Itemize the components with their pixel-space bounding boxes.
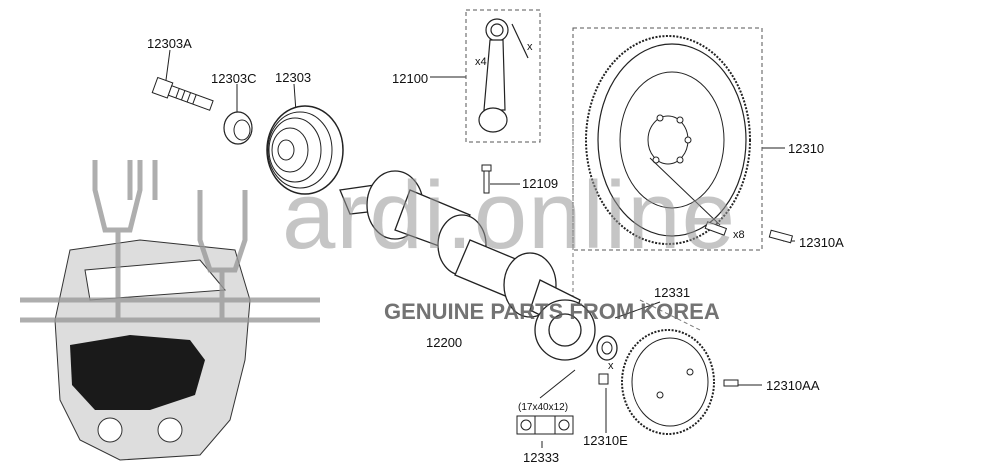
pilot-bearing	[596, 335, 618, 361]
crank-pulley	[266, 105, 344, 195]
label-12310A: 12310A	[799, 235, 844, 250]
drive-plate	[621, 329, 739, 435]
connecting-rod	[478, 18, 529, 133]
crankshaft	[339, 170, 596, 361]
label-12303A: 12303A	[147, 36, 192, 51]
label-12310: 12310	[788, 141, 825, 156]
label-12310E: 12310E	[583, 433, 628, 448]
label-12310AA: 12310AA	[766, 378, 820, 393]
engine-illustration	[54, 239, 251, 461]
watermark-logo	[20, 160, 320, 323]
dowel-pin	[598, 373, 609, 385]
label-12100: 12100	[392, 71, 429, 86]
label-12200: 12200	[426, 335, 463, 350]
label-12333: 12333	[523, 450, 560, 465]
label-x4: x4	[475, 56, 487, 68]
label-x-pin: x	[608, 360, 614, 372]
label-12109: 12109	[522, 176, 559, 191]
rod-bolt	[481, 164, 492, 194]
label-12303C: 12303C	[211, 71, 257, 86]
label-12331: 12331	[654, 285, 691, 300]
watermark-tagline: GENUINE PARTS FROM KOREA	[384, 299, 720, 324]
label-x-rod: x	[527, 41, 533, 53]
label-12303: 12303	[275, 70, 312, 85]
conrod-dashed-box	[465, 9, 541, 143]
flywheel	[585, 35, 751, 245]
watermark-site: ardi.online	[282, 162, 736, 269]
label-x8: x8	[733, 229, 745, 241]
label-dims: (17x40x12)	[518, 402, 569, 413]
leader-lines	[165, 49, 795, 448]
crank-bolt	[151, 76, 214, 111]
flywheel-bolt	[704, 221, 794, 244]
bearing-dimension-box	[516, 415, 574, 435]
pulley-washer	[223, 111, 253, 145]
flywheel-dashed-leader	[572, 120, 701, 331]
